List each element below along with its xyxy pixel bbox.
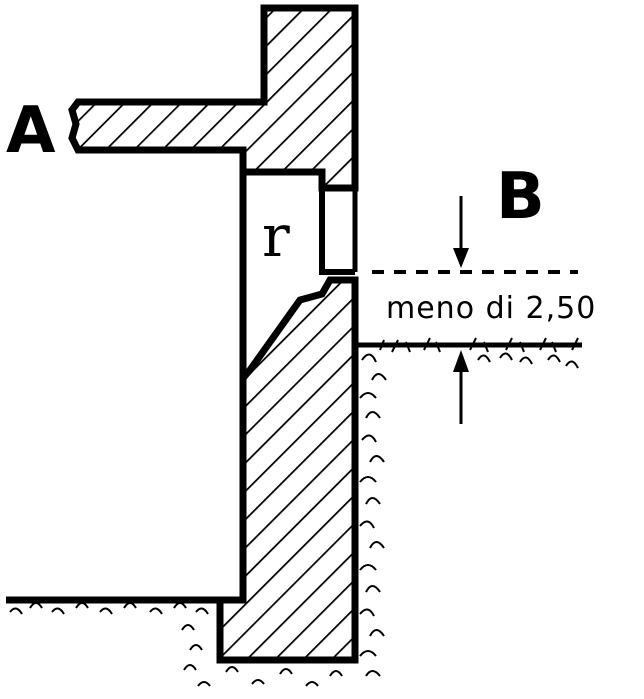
upper-wall-and-floor-slab: [68, 4, 359, 192]
label-window-recess: r: [262, 202, 290, 270]
dimension-label: meno di 2,50: [386, 291, 596, 326]
label-side-b: B: [496, 160, 545, 234]
arrow-up-icon: [453, 350, 469, 372]
label-side-a: A: [6, 94, 56, 168]
arrow-down-icon: [453, 248, 469, 268]
dimension-arrows: [453, 196, 469, 424]
interior-floor-line: [6, 596, 243, 660]
soil-texture: [9, 337, 579, 687]
